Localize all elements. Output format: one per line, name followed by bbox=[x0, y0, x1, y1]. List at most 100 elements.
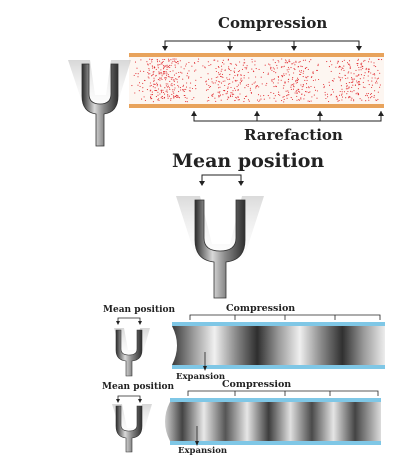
air-particle bbox=[295, 80, 297, 82]
air-particle bbox=[250, 92, 252, 94]
air-particle bbox=[234, 67, 236, 69]
air-particle bbox=[338, 76, 340, 78]
air-particle bbox=[272, 82, 274, 84]
air-particle bbox=[212, 93, 214, 95]
air-particle bbox=[150, 89, 152, 91]
air-particle bbox=[179, 87, 181, 89]
air-particle bbox=[218, 80, 220, 82]
air-particle bbox=[376, 82, 378, 84]
air-particle bbox=[345, 77, 347, 80]
air-particle bbox=[215, 70, 217, 73]
air-particle bbox=[156, 59, 159, 61]
air-particle bbox=[272, 59, 274, 61]
air-particle bbox=[290, 67, 292, 69]
air-particle bbox=[341, 77, 343, 79]
air-particle bbox=[307, 76, 309, 78]
air-particle bbox=[248, 100, 250, 102]
air-particle bbox=[331, 80, 333, 82]
air-particle bbox=[243, 75, 245, 77]
air-particle bbox=[377, 91, 379, 93]
air-particle bbox=[185, 63, 187, 65]
air-particle bbox=[308, 87, 310, 89]
air-particle bbox=[377, 77, 379, 79]
air-particle bbox=[293, 68, 295, 70]
air-particle bbox=[214, 97, 216, 99]
air-particle bbox=[230, 86, 232, 89]
air-particle bbox=[302, 72, 304, 74]
air-particle bbox=[306, 79, 308, 81]
air-particle bbox=[285, 90, 287, 92]
air-particle bbox=[158, 99, 160, 102]
air-particle bbox=[339, 80, 341, 82]
air-particle bbox=[283, 101, 285, 103]
air-particle bbox=[308, 61, 310, 63]
air-particle bbox=[341, 93, 343, 95]
air-particle bbox=[229, 82, 231, 85]
air-particle bbox=[359, 98, 361, 100]
air-particle bbox=[368, 84, 370, 86]
air-particle bbox=[372, 73, 374, 75]
air-particle bbox=[256, 99, 259, 101]
air-particle bbox=[157, 88, 160, 90]
air-particle bbox=[364, 72, 366, 74]
air-particle bbox=[243, 59, 245, 61]
air-particle bbox=[235, 96, 237, 98]
air-particles bbox=[131, 58, 383, 103]
air-particle bbox=[305, 91, 307, 93]
air-particle bbox=[255, 87, 257, 89]
air-particle bbox=[208, 78, 210, 80]
air-particle bbox=[290, 88, 292, 90]
air-particle bbox=[142, 90, 144, 92]
air-particle bbox=[152, 86, 154, 88]
air-particle bbox=[343, 59, 345, 61]
air-particle bbox=[331, 64, 333, 66]
air-particle bbox=[172, 60, 174, 62]
air-particle bbox=[163, 72, 165, 74]
expansion-label-1: Expansion bbox=[176, 372, 226, 382]
air-particle bbox=[273, 71, 275, 73]
air-particle bbox=[296, 89, 298, 91]
air-particle bbox=[217, 91, 219, 93]
air-particle bbox=[305, 76, 307, 78]
air-particle bbox=[365, 67, 367, 69]
air-particle bbox=[191, 65, 193, 67]
air-particle bbox=[302, 59, 304, 61]
air-particle bbox=[197, 61, 199, 63]
air-particle bbox=[162, 68, 165, 70]
air-cylinder-2 bbox=[165, 398, 381, 446]
air-particle bbox=[283, 95, 285, 98]
air-particle bbox=[333, 78, 335, 80]
air-particle bbox=[220, 82, 223, 84]
air-particle bbox=[297, 77, 299, 79]
air-particle bbox=[365, 100, 367, 102]
air-particle bbox=[140, 59, 142, 61]
air-particle bbox=[310, 100, 312, 102]
air-particle bbox=[239, 93, 241, 95]
air-particle bbox=[348, 71, 350, 73]
air-particle bbox=[180, 71, 182, 73]
air-particle bbox=[261, 83, 263, 85]
air-particle bbox=[329, 60, 332, 62]
air-particle bbox=[217, 76, 219, 78]
air-particle bbox=[171, 93, 173, 95]
air-particle bbox=[357, 92, 360, 94]
air-particle bbox=[150, 84, 152, 86]
air-particle bbox=[208, 64, 210, 67]
air-particle bbox=[180, 66, 182, 68]
air-particle bbox=[374, 77, 376, 79]
air-particle bbox=[191, 98, 193, 101]
compression-bracket-bottom bbox=[187, 390, 379, 396]
air-particle bbox=[295, 60, 297, 62]
air-particle bbox=[220, 99, 222, 101]
air-particle bbox=[355, 69, 357, 71]
air-particle bbox=[157, 99, 159, 101]
air-particle bbox=[219, 81, 221, 83]
air-particle bbox=[180, 89, 182, 91]
air-particle bbox=[240, 79, 242, 81]
air-particle bbox=[188, 76, 190, 78]
air-particle bbox=[182, 78, 184, 80]
mean-position-arrows bbox=[199, 174, 244, 186]
air-particle bbox=[178, 86, 180, 88]
air-particle bbox=[153, 83, 155, 85]
air-particle bbox=[348, 97, 350, 99]
